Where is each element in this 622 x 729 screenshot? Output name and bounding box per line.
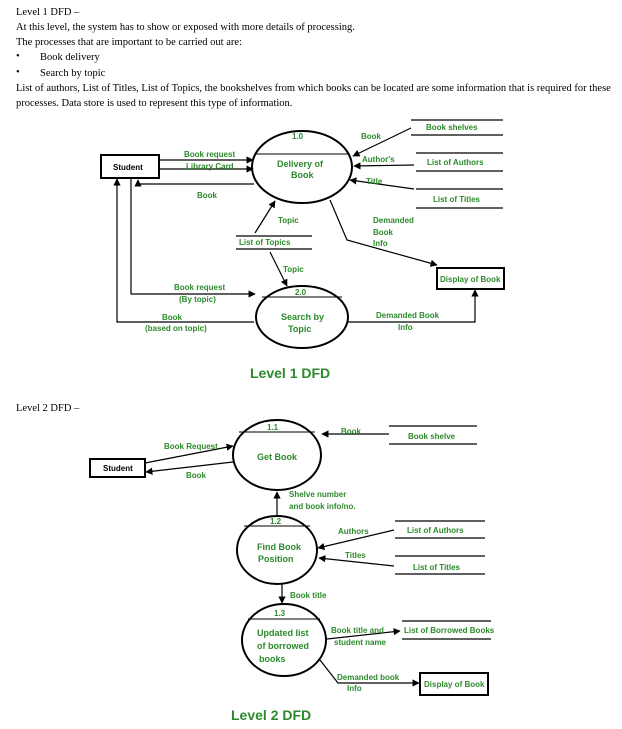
dfd2-p1-number: 1.1 [267, 423, 279, 432]
dfd2-display-entity [419, 672, 489, 696]
dfd2-flow-title-student-2: student name [334, 638, 387, 647]
bullet-book-delivery: Book delivery [40, 52, 100, 63]
dfd1-flow-dem-info-1: Demanded Book [376, 311, 440, 320]
dfd2-p3-number: 1.3 [274, 609, 286, 618]
dfd2-flow-shelve-1: Shelve number [289, 490, 346, 499]
dfd1-flow-topic-1: Topic [278, 216, 299, 225]
dfd2-flow-book-title: Book title [290, 591, 327, 600]
dfd1-flow-authors: Author's [362, 155, 395, 164]
dfd1-flow-demanded-2: Book [373, 228, 394, 237]
dfd2-p3-label-1: Updated list [257, 628, 309, 638]
dfd2-flow-title-student-1: Book title and [331, 626, 384, 635]
dfd1-display-label: Display of Book [440, 275, 501, 284]
dfd1-flow-demanded-1: Demanded [373, 216, 414, 225]
dfd1-flow-book-shelf: Book [361, 132, 382, 141]
level1-dfd [100, 119, 505, 349]
dfd1-store-authors: List of Authors [427, 158, 484, 167]
dfd2-p3-label-3: books [259, 654, 286, 664]
dfd1-store-titles: List of Titles [433, 195, 481, 204]
dfd1-student-entity [100, 154, 160, 179]
dfd1-store-shelves: Book shelves [426, 123, 478, 132]
dfd1-flow-library-card: Library Card [186, 162, 234, 171]
dfd2-flow-shelve-2: and book info/no. [289, 502, 356, 511]
dfd1-process-search [255, 285, 349, 349]
dfd1-p1-number: 1.0 [292, 132, 304, 141]
level2-dfd [89, 419, 491, 696]
dfd2-display-label: Display of Book [424, 680, 485, 689]
dfd2-process-get-book [232, 419, 322, 491]
bullet-dot: • [16, 67, 20, 78]
dfd2-flow-demanded-2: Info [347, 684, 362, 693]
dfd1-flow-book-request: Book request [184, 150, 235, 159]
dfd1-p2-number: 2.0 [295, 288, 307, 297]
level2-heading: Level 2 DFD – [16, 403, 80, 414]
bullet-search-by-topic: Search by topic [40, 68, 106, 79]
dfd1-flow-title: Title [366, 177, 383, 186]
dfd1-title: Level 1 DFD [250, 365, 330, 381]
dfd2-flow-demanded-1: Demanded book [337, 673, 400, 682]
dfd1-flow-book: Book [197, 191, 218, 200]
dfd2-store-borrowed: List of Borrowed Books [404, 626, 495, 635]
dfd2-title: Level 2 DFD [231, 707, 311, 723]
dfd1-flow-req-topic-2: (By topic) [179, 295, 216, 304]
dfd2-p1-label: Get Book [257, 452, 298, 462]
bullet-dot: • [16, 51, 20, 62]
dfd2-flow-book-request: Book Request [164, 442, 218, 451]
intro-line-2: The processes that are important to be c… [16, 37, 242, 48]
dfd1-flow-book-topic-1: Book [162, 313, 183, 322]
dfd2-student-entity [89, 458, 146, 478]
dfd1-flow-demanded-3: Info [373, 239, 388, 248]
dfd1-flow-dem-info-2: Info [398, 323, 413, 332]
dfd1-flow-topic-2: Topic [283, 265, 304, 274]
level1-heading: Level 1 DFD – [16, 7, 80, 18]
dfd2-flow-titles: Titles [345, 551, 366, 560]
dfd2-student-label: Student [103, 464, 133, 473]
dfd1-p1-label-1: Delivery of [277, 159, 324, 169]
dfd1-display-entity [436, 267, 505, 290]
dfd1-flow-book-topic-2: (based on topic) [145, 324, 207, 333]
dfd2-process-updated-list [241, 603, 327, 677]
intro-paragraph: List of authors, List of Titles, List of… [16, 83, 611, 109]
dfd2-flow-authors: Authors [338, 527, 369, 536]
dfd2-p3-label-2: of borrowed [257, 641, 309, 651]
dfd1-store-topics: List of Topics [239, 238, 291, 247]
intro-line-1: At this level, the system has to show or… [16, 22, 355, 33]
dfd1-student-label: Student [113, 163, 143, 172]
dfd1-p2-label-1: Search by [281, 312, 324, 322]
dfd2-p2-label-1: Find Book [257, 542, 302, 552]
dfd1-p2-label-2: Topic [288, 324, 311, 334]
dfd2-flow-book-shelf: Book [341, 427, 362, 436]
dfd2-store-shelve: Book shelve [408, 432, 456, 441]
dfd1-p1-label-2: Book [291, 170, 314, 180]
dfd1-flow-req-topic-1: Book request [174, 283, 225, 292]
dfd2-store-authors: List of Authors [407, 526, 464, 535]
dfd2-store-titles: List of Titles [413, 563, 461, 572]
dfd2-flow-book: Book [186, 471, 207, 480]
dfd2-p2-label-2: Position [258, 554, 294, 564]
dfd2-p2-number: 1.2 [270, 517, 282, 526]
